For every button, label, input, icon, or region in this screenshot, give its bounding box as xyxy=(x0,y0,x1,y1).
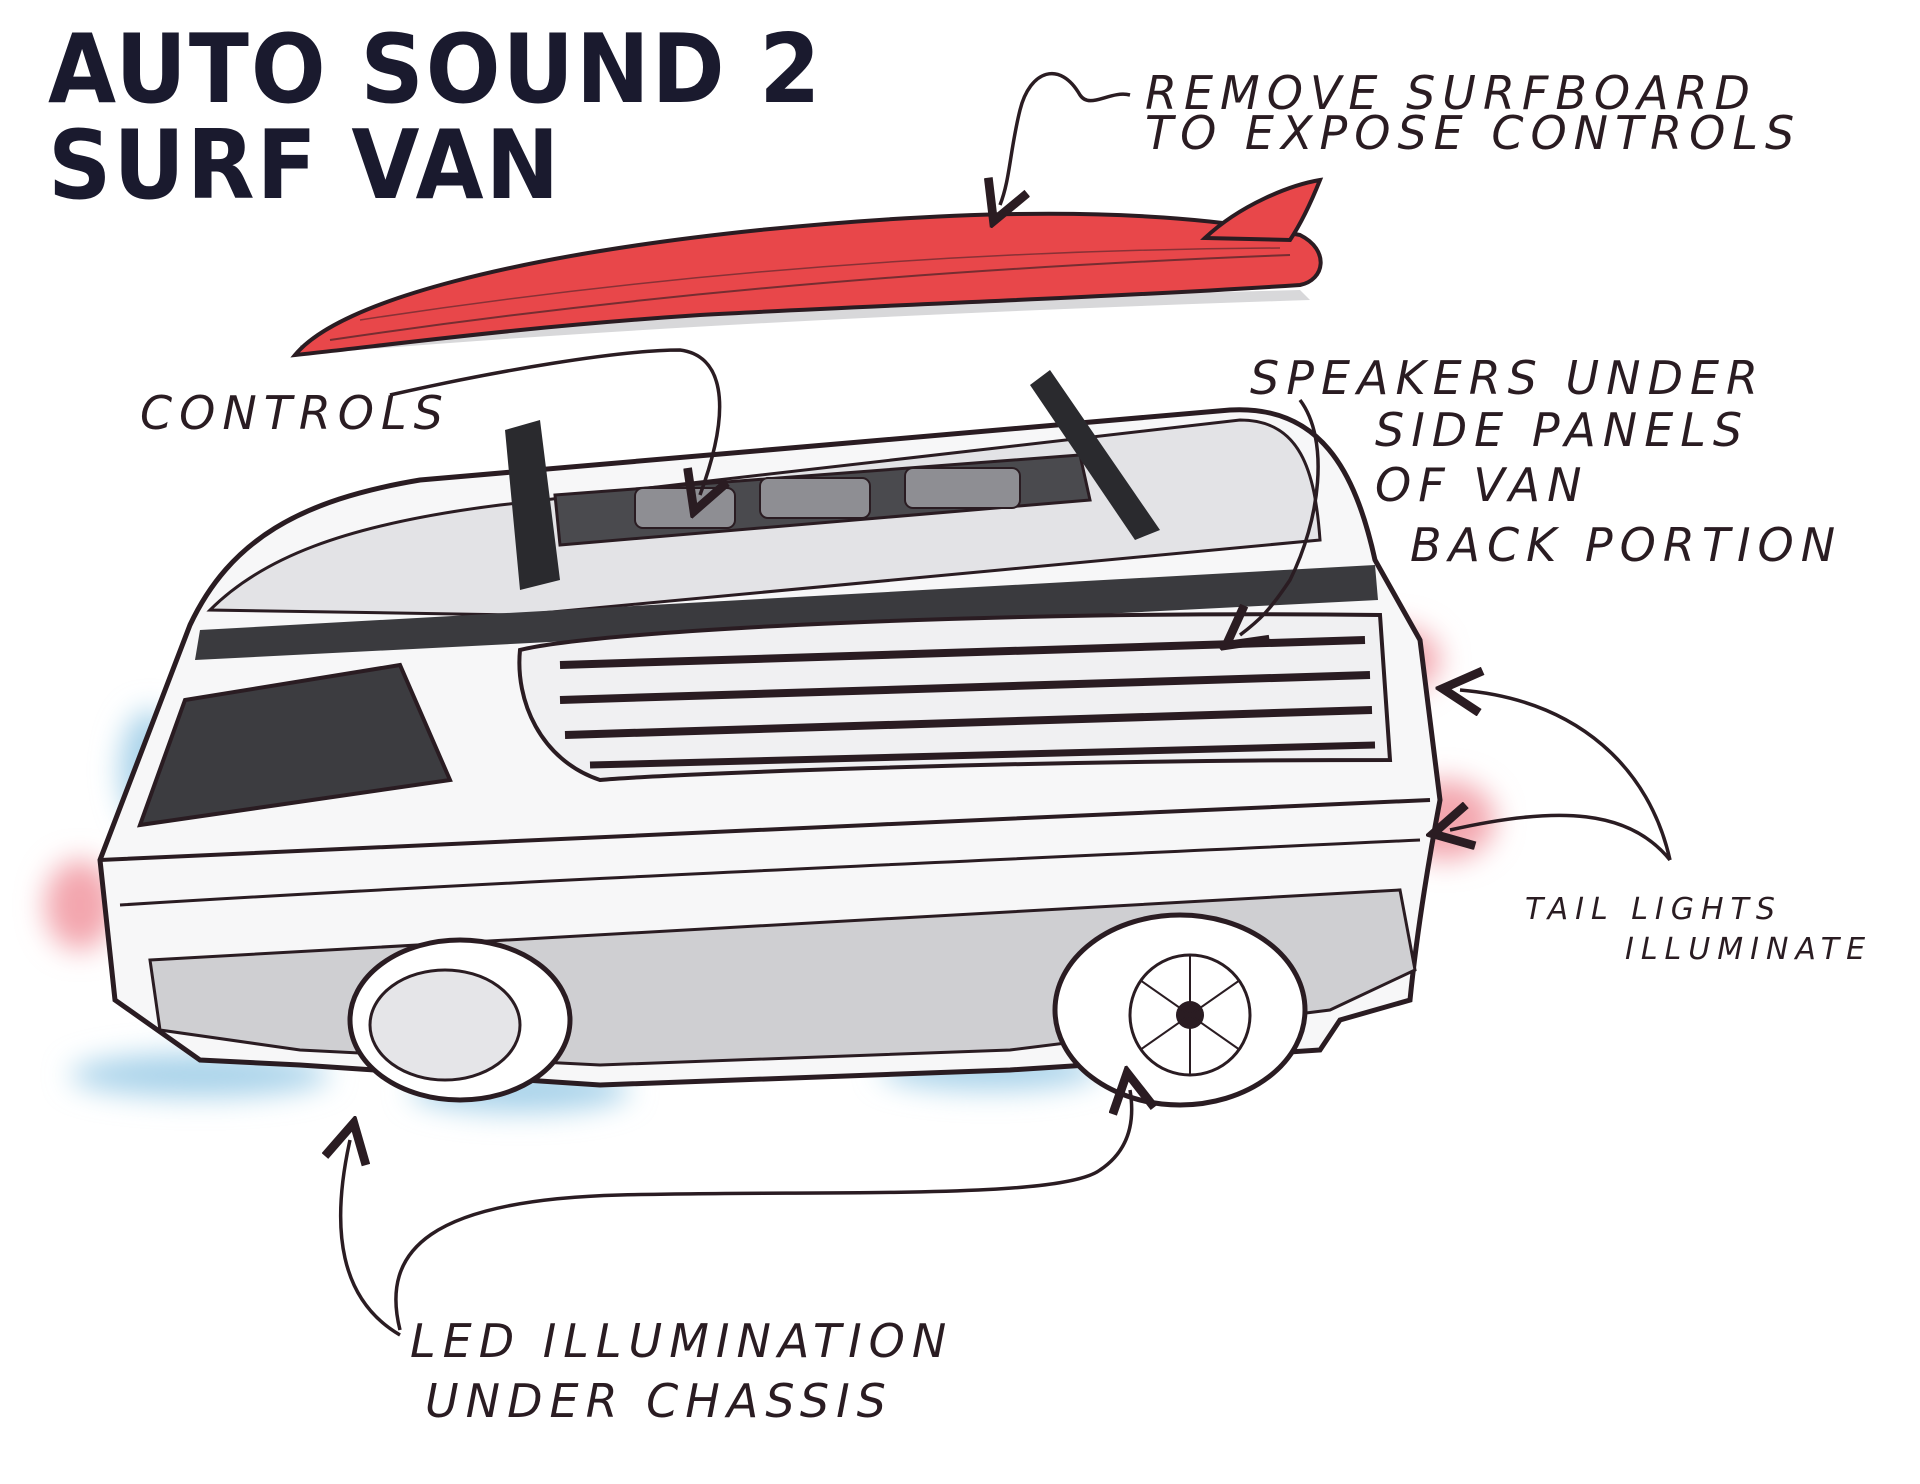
speakers-note-line-4: BACK PORTION xyxy=(1410,518,1843,572)
front-light-glow xyxy=(45,860,115,950)
controls-note: CONTROLS xyxy=(140,386,450,440)
speakers-note-line-2: SIDE PANELS xyxy=(1375,403,1750,457)
rear-wheel xyxy=(1052,912,1308,1108)
title-line-2: SURF VAN xyxy=(48,109,562,221)
control-knob-1[interactable] xyxy=(634,487,736,529)
arrow-led-rear xyxy=(394,1090,1132,1331)
tail-lights-note-line-1: TAIL LIGHTS xyxy=(1525,892,1782,927)
front-wheel xyxy=(347,937,573,1103)
led-note-line-1: LED ILLUMINATION xyxy=(410,1314,954,1368)
tail-lights-note-line-2: ILLUMINATE xyxy=(1625,932,1873,967)
surfboard-shadow xyxy=(300,290,1310,355)
speakers-note-line-3: OF VAN xyxy=(1375,458,1589,512)
windshield xyxy=(136,662,453,828)
arrow-led-front xyxy=(341,1140,401,1337)
arrow-speakers xyxy=(1240,398,1320,635)
title-line-1: AUTO SOUND 2 xyxy=(48,13,823,125)
arrow-surfboard xyxy=(1000,72,1131,205)
body-crease xyxy=(99,798,1431,862)
roof-rack xyxy=(505,370,1160,590)
speakers-note-line-1: SPEAKERS UNDER xyxy=(1250,351,1766,405)
arrow-tail-upper xyxy=(1460,690,1672,861)
roof-stripe xyxy=(195,565,1378,660)
control-knob-2[interactable] xyxy=(759,477,871,519)
surfboard[interactable] xyxy=(290,177,1324,358)
surfboard-note-line-2: TO EXPOSE CONTROLS xyxy=(1145,106,1802,160)
control-knob-3[interactable] xyxy=(904,467,1021,509)
arrow-controls xyxy=(389,348,720,495)
arrow-tail-lower xyxy=(1450,815,1672,862)
annotation-arrows xyxy=(341,72,1672,1337)
surfboard-fin xyxy=(1200,177,1324,243)
led-note-line-2: UNDER CHASSIS xyxy=(425,1374,893,1428)
speaker-grille xyxy=(517,612,1393,783)
surfboard-note-line-1: REMOVE SURFBOARD xyxy=(1145,66,1757,120)
